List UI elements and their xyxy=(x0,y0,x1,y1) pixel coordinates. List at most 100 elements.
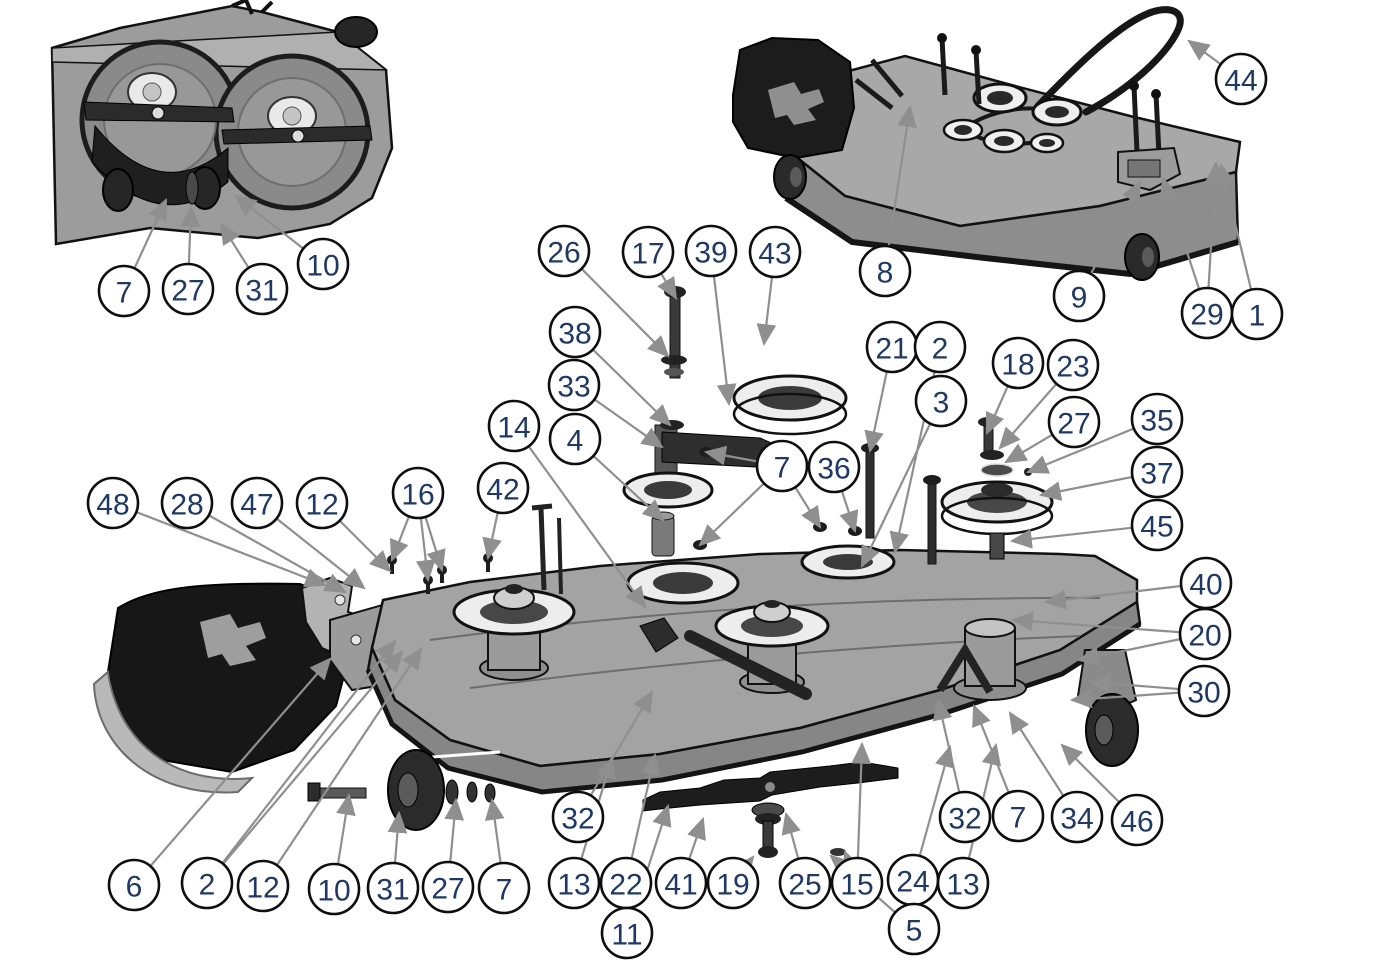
callout-number: 31 xyxy=(245,275,278,308)
gauge-wheel-right-hub xyxy=(1142,247,1154,267)
callout-17-10: 17 xyxy=(621,225,675,279)
callout-circle xyxy=(97,264,151,318)
callout-circle xyxy=(913,320,967,374)
callout-circle xyxy=(755,439,809,493)
leader-line-28 xyxy=(186,502,347,594)
callout-number: 43 xyxy=(758,238,791,271)
callout-circle xyxy=(1047,395,1101,449)
callout-47-19: 47 xyxy=(230,476,284,530)
chute-logo xyxy=(768,82,824,125)
callout-30-36: 30 xyxy=(1177,664,1231,718)
callout-circle xyxy=(1130,392,1184,446)
callout-number: 40 xyxy=(1189,569,1222,602)
callout-circle xyxy=(1052,269,1106,323)
callout-number: 1 xyxy=(1249,300,1266,333)
discharge-chute xyxy=(106,582,354,774)
callout-9-6: 9 xyxy=(1052,269,1106,323)
leader-line-40 xyxy=(1043,581,1207,610)
spindle-assembly-left xyxy=(452,584,576,681)
callout-4-16: 4 xyxy=(548,412,602,466)
callout-number: 19 xyxy=(716,869,749,902)
caster-wheel-left xyxy=(102,168,134,212)
callout-number: 6 xyxy=(126,871,143,904)
leader-line-12 xyxy=(262,647,423,887)
callout-41-48: 41 xyxy=(654,856,708,910)
callout-circle xyxy=(858,244,912,298)
callout-48-17: 48 xyxy=(86,476,140,530)
callout-number: 37 xyxy=(1140,458,1173,491)
callout-number: 47 xyxy=(240,489,273,522)
callout-number: 12 xyxy=(305,489,338,522)
spindle-rods xyxy=(854,37,1162,156)
callout-number: 2 xyxy=(199,869,216,902)
callout-number: 10 xyxy=(306,250,339,283)
callout-circle xyxy=(161,262,215,316)
callout-number: 27 xyxy=(1057,408,1090,441)
callout-circle xyxy=(476,461,530,515)
callout-number: 35 xyxy=(1140,405,1173,438)
deck-linkage-stub xyxy=(231,0,274,15)
callout-10-3: 10 xyxy=(296,237,350,291)
callout-number: 2 xyxy=(932,333,949,366)
callout-circle xyxy=(107,858,161,912)
callout-31-2: 31 xyxy=(235,262,289,316)
callout-46-58: 46 xyxy=(1110,793,1164,847)
callout-43-12: 43 xyxy=(748,225,802,279)
callout-25-50: 25 xyxy=(778,856,832,910)
callout-34-57: 34 xyxy=(1050,790,1104,844)
callout-28-18: 28 xyxy=(160,476,214,530)
callout-number: 38 xyxy=(558,318,591,351)
skirt-band xyxy=(784,195,1239,278)
chute-lip xyxy=(92,670,255,794)
callout-number: 39 xyxy=(694,237,727,270)
callout-number: 22 xyxy=(609,869,642,902)
callout-circle xyxy=(86,476,140,530)
callout-number: 41 xyxy=(664,869,697,902)
spindle-spacer xyxy=(989,532,1005,560)
callout-circle xyxy=(296,237,350,291)
callout-circle xyxy=(1230,287,1284,341)
rod-caps xyxy=(937,33,1161,99)
callout-circle xyxy=(778,856,832,910)
callout-number: 25 xyxy=(788,869,821,902)
callout-32-44: 32 xyxy=(551,790,605,844)
tension-rod xyxy=(684,630,812,700)
callout-number: 36 xyxy=(817,453,850,486)
callout-number: 30 xyxy=(1187,677,1220,710)
callout-circle xyxy=(551,790,605,844)
callout-2-38: 2 xyxy=(180,856,234,910)
wheel-bracket-right xyxy=(1076,649,1139,767)
callout-circle xyxy=(600,906,654,960)
callout-circle xyxy=(421,860,475,914)
callout-32-55: 32 xyxy=(938,790,992,844)
callout-circle xyxy=(1050,790,1104,844)
callout-circle xyxy=(748,225,802,279)
callout-44-4: 44 xyxy=(1214,52,1268,106)
callout-33-14: 33 xyxy=(547,358,601,412)
hub-bore-left xyxy=(142,82,162,102)
callout-number: 12 xyxy=(246,872,279,905)
callout-circle xyxy=(1046,338,1100,392)
callout-circle xyxy=(537,224,591,278)
callout-number: 44 xyxy=(1224,65,1257,98)
callout-number: 9 xyxy=(1071,282,1088,315)
callout-40-34: 40 xyxy=(1179,556,1233,610)
callout-number: 48 xyxy=(96,489,129,522)
callout-27-42: 27 xyxy=(421,860,475,914)
leader-line-6 xyxy=(133,657,332,886)
callout-13-45: 13 xyxy=(547,856,601,910)
callout-circle xyxy=(180,856,234,910)
callout-number: 7 xyxy=(496,874,513,907)
skirt-highlight xyxy=(431,750,501,759)
gauge-wheel-left-hub xyxy=(790,167,802,187)
callout-6-37: 6 xyxy=(107,858,161,912)
callout-circle xyxy=(991,336,1045,390)
callout-number: 29 xyxy=(1190,299,1223,332)
callout-number: 11 xyxy=(611,919,642,952)
callout-number: 15 xyxy=(840,869,873,902)
callout-circle xyxy=(366,861,420,915)
view-deck-assembled xyxy=(732,6,1242,281)
callout-number: 27 xyxy=(431,873,464,906)
